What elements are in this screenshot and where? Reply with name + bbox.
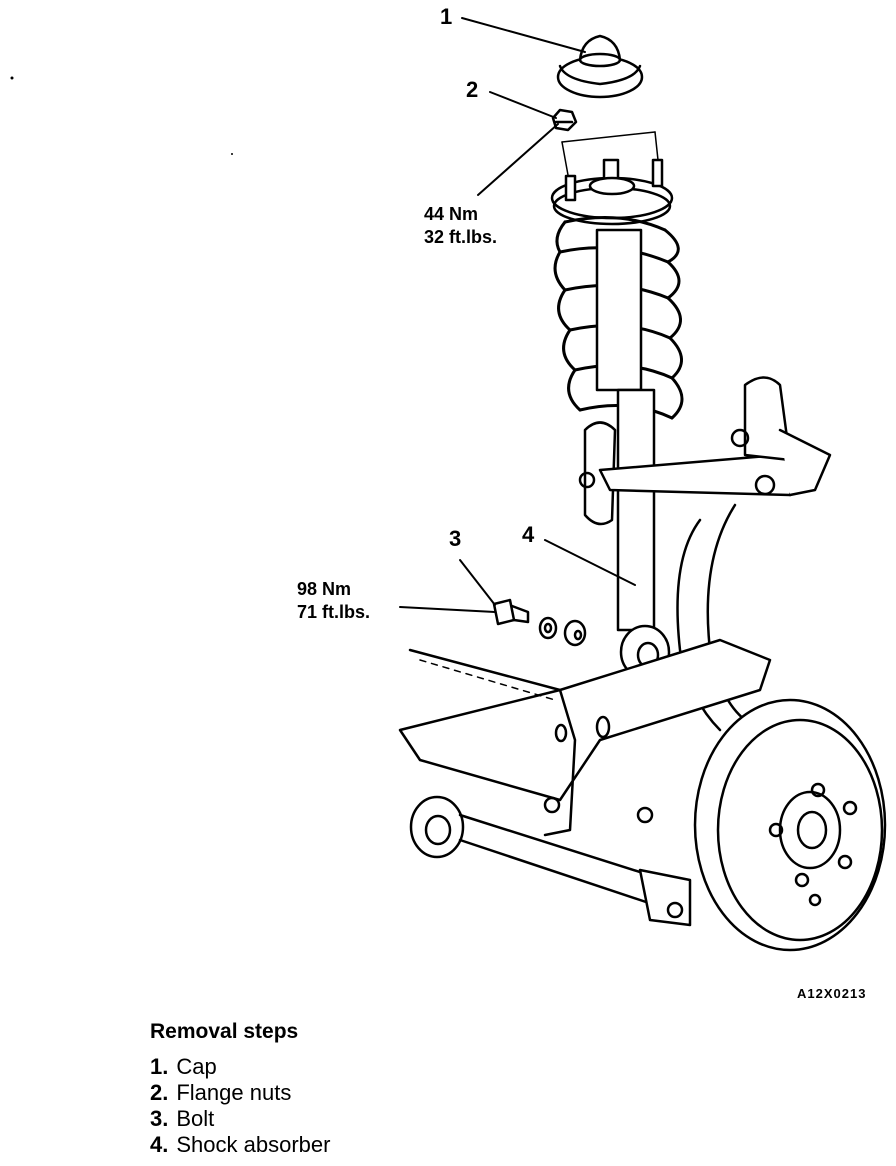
removal-steps-title: Removal steps <box>150 1020 299 1043</box>
torque-ftlbs: 32 ft.lbs. <box>424 227 498 247</box>
cap-part <box>556 34 644 99</box>
leader-lines <box>399 17 636 613</box>
step-label: Shock absorber <box>176 1132 331 1157</box>
suspension-drawing <box>10 17 887 952</box>
step-number: 4. <box>150 1132 169 1157</box>
torque-ftlbs: 71 ft.lbs. <box>297 602 371 622</box>
torque-nm: 44 Nm <box>424 204 479 224</box>
step-number: 2. <box>150 1080 169 1105</box>
list-item: 3. Bolt <box>150 1106 330 1132</box>
list-item: 1. Cap <box>150 1054 330 1080</box>
crossmember <box>398 638 772 837</box>
lower-link <box>409 795 692 927</box>
step-number: 3. <box>150 1106 169 1131</box>
callout-4: 4 <box>522 522 535 547</box>
step-number: 1. <box>150 1054 169 1079</box>
torque-spec-bolt: 98 Nm 71 ft.lbs. <box>297 578 370 624</box>
torque-spec-flange-nuts: 44 Nm 32 ft.lbs. <box>424 203 497 249</box>
suspension-diagram: 1 2 3 4 44 Nm 32 ft.lbs. 98 Nm 71 ft.lbs… <box>10 4 887 952</box>
step-label: Bolt <box>176 1106 215 1131</box>
brake-drum <box>693 698 887 952</box>
removal-steps: Removal steps 1. Cap 2. Flange nuts 3. Bolt… <box>150 1020 330 1158</box>
flange-nut-part <box>551 108 578 132</box>
figure-reference-code: A12X0213 <box>797 986 867 1001</box>
removal-steps-list: 1. Cap 2. Flange nuts 3. Bolt 4. Shock absor… <box>150 1054 330 1158</box>
list-item: 2. Flange nuts <box>150 1080 330 1106</box>
suspension-arm <box>578 376 832 732</box>
callout-1: 1 <box>440 4 453 29</box>
assembly-bracket-lines <box>561 131 659 176</box>
callout-3: 3 <box>449 526 462 551</box>
step-label: Cap <box>176 1054 217 1079</box>
bolt-part <box>492 598 587 647</box>
torque-nm: 98 Nm <box>297 579 352 599</box>
callout-2: 2 <box>466 77 479 102</box>
list-item: 4. Shock absorber <box>150 1132 330 1158</box>
step-label: Flange nuts <box>176 1080 292 1105</box>
upper-mount <box>550 158 674 226</box>
